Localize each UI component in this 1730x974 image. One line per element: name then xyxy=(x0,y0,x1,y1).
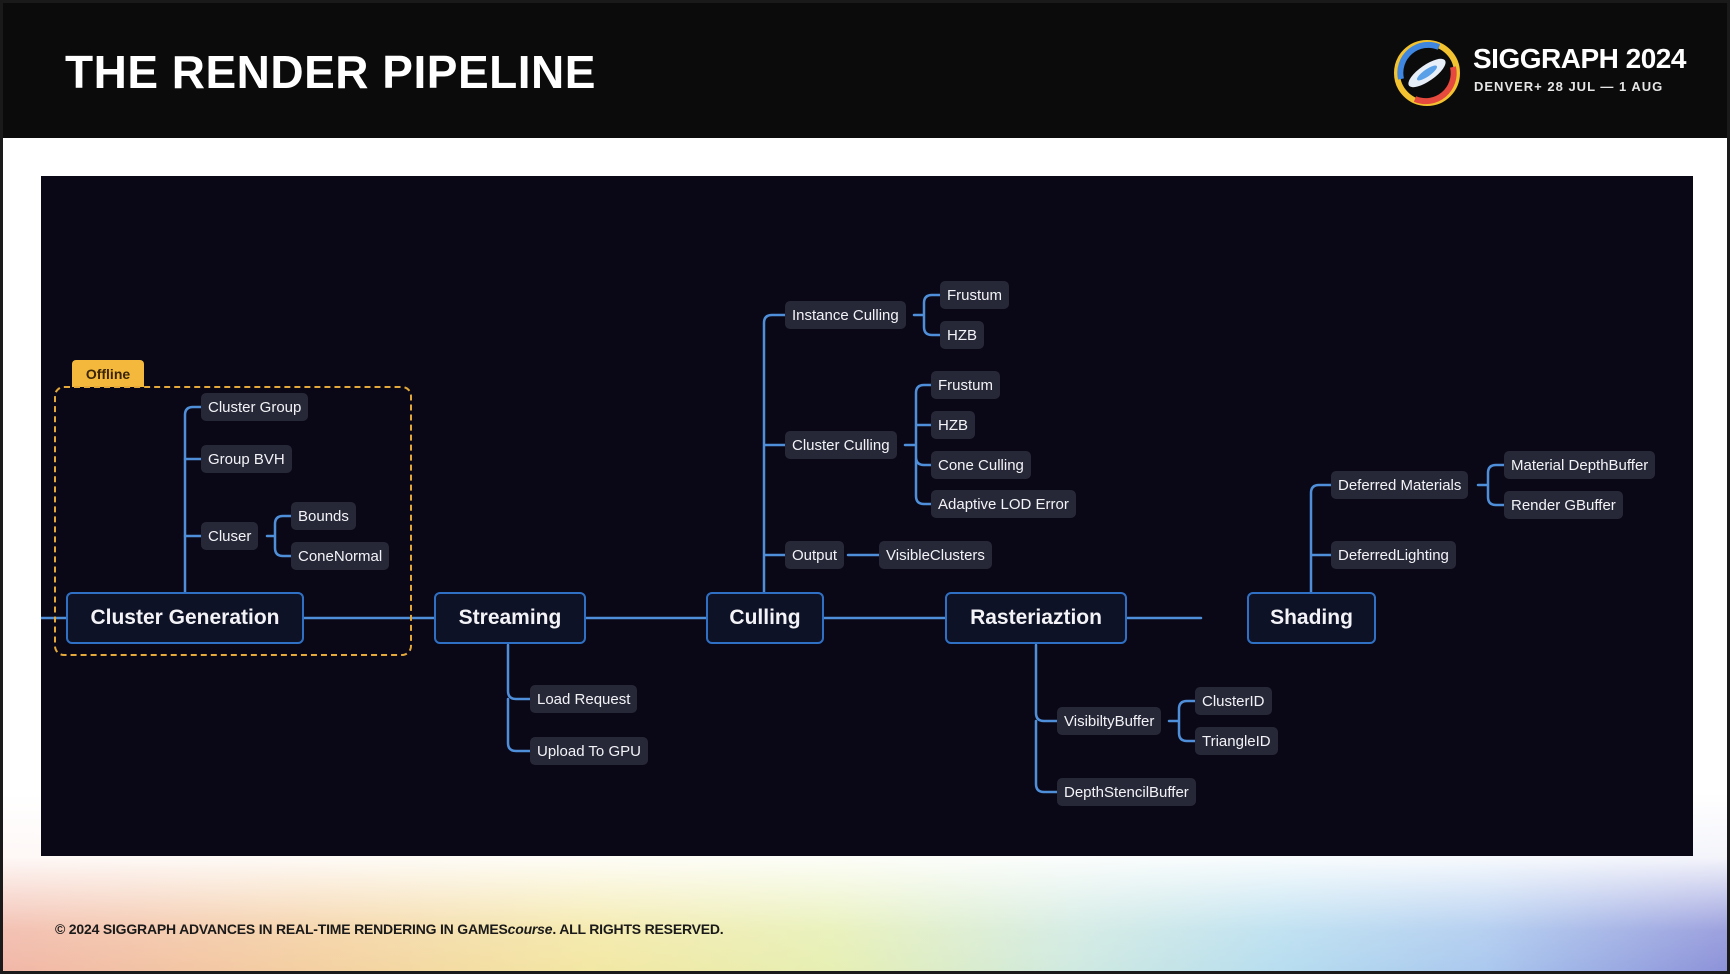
deferred-materials-node[interactable]: Deferred Materials xyxy=(1331,471,1469,499)
culling-node[interactable]: Culling xyxy=(706,592,824,644)
shading-node[interactable]: Shading xyxy=(1247,592,1376,644)
connector-cluster-generation xyxy=(183,405,203,594)
instance-culling-node[interactable]: Instance Culling xyxy=(785,301,906,329)
cluser-node[interactable]: Cluser xyxy=(201,522,259,550)
group-bvh-node[interactable]: Group BVH xyxy=(201,445,292,473)
render-gbuffer-node[interactable]: Render GBuffer xyxy=(1504,491,1623,519)
cluster-group-node[interactable]: Cluster Group xyxy=(201,393,309,421)
footer-rights-text: . ALL RIGHTS RESERVED. xyxy=(552,921,724,937)
material-depth-buffer-node[interactable]: Material DepthBuffer xyxy=(1504,451,1656,479)
brand-subtitle: DENVER+ 28 JUL — 1 AUG xyxy=(1474,79,1664,94)
cone-culling-node[interactable]: Cone Culling xyxy=(931,451,1031,479)
offline-tag: Offline xyxy=(72,360,144,387)
pipeline-diagram: Offline Cluster Generation Streaming Cul… xyxy=(41,176,1693,856)
streaming-node[interactable]: Streaming xyxy=(434,592,586,644)
connector-culling xyxy=(762,313,787,594)
depth-stencil-buffer-node[interactable]: DepthStencilBuffer xyxy=(1057,778,1196,806)
connector-shading xyxy=(1309,483,1333,594)
connector-rasterization xyxy=(1034,643,1059,794)
footer-course-text: course xyxy=(507,921,553,937)
cluster-hzb-node[interactable]: HZB xyxy=(931,411,975,439)
triangle-id-node[interactable]: TriangleID xyxy=(1195,727,1278,755)
cluster-frustum-node[interactable]: Frustum xyxy=(931,371,1001,399)
siggraph-logo-icon xyxy=(1394,40,1460,106)
connector-streaming xyxy=(506,643,532,753)
visible-clusters-node[interactable]: VisibleClusters xyxy=(879,541,992,569)
brand-name: SIGGRAPH 2024 xyxy=(1473,43,1686,74)
footer-copyright: © 2024 SIGGRAPH ADVANCES IN REAL-TIME RE… xyxy=(55,921,724,937)
cluster-id-node[interactable]: ClusterID xyxy=(1195,687,1272,715)
instance-frustum-node[interactable]: Frustum xyxy=(940,281,1010,309)
connector-instance-children xyxy=(912,293,942,337)
connector-visibility-children xyxy=(1167,699,1197,743)
offline-region xyxy=(54,386,412,656)
connector-deferred-children xyxy=(1476,463,1506,507)
visibility-buffer-node[interactable]: VisibiltyBuffer xyxy=(1057,707,1162,735)
adaptive-lod-error-node[interactable]: Adaptive LOD Error xyxy=(931,490,1076,518)
slide-title: THE RENDER PIPELINE xyxy=(65,46,596,98)
deferred-lighting-node[interactable]: DeferredLighting xyxy=(1331,541,1456,569)
connector-cluster-children xyxy=(903,383,933,506)
rasterization-node[interactable]: Rasteriaztion xyxy=(945,592,1127,644)
load-request-node[interactable]: Load Request xyxy=(530,685,638,713)
connector-cluser-children xyxy=(265,514,293,558)
cone-normal-node[interactable]: ConeNormal xyxy=(291,542,390,570)
cluster-generation-node[interactable]: Cluster Generation xyxy=(66,592,304,644)
upload-to-gpu-node[interactable]: Upload To GPU xyxy=(530,737,648,765)
slide-header: THE RENDER PIPELINE SIGGRAPH 2024 DENVER… xyxy=(3,3,1727,138)
output-node[interactable]: Output xyxy=(785,541,845,569)
footer-main-text: © 2024 SIGGRAPH ADVANCES IN REAL-TIME RE… xyxy=(55,921,508,937)
instance-hzb-node[interactable]: HZB xyxy=(940,321,984,349)
bounds-node[interactable]: Bounds xyxy=(291,502,356,530)
cluster-culling-node[interactable]: Cluster Culling xyxy=(785,431,897,459)
